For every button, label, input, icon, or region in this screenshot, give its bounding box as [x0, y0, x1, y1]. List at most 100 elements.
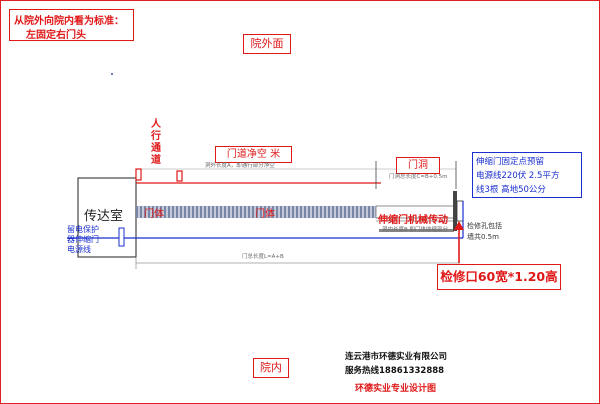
inside-label: 院内: [253, 358, 289, 378]
gate-slat: [286, 206, 288, 218]
gate-slat: [246, 206, 248, 218]
gate-slat: [194, 206, 196, 218]
maintenance-hole-line2: 墙共0.5m: [467, 233, 499, 241]
gate-slat: [202, 206, 204, 218]
pedestrian-post-right: [176, 170, 183, 182]
pedestrian-post-left: [135, 168, 142, 181]
dim-total-text: 门总长度L=A+B: [242, 254, 284, 260]
gate-slat: [174, 206, 176, 218]
gate-slat: [334, 206, 336, 218]
gate-slat: [254, 206, 256, 218]
gate-slat: [206, 206, 208, 218]
gate-slat: [310, 206, 312, 218]
gate-slat: [362, 206, 364, 218]
protection-note-line3: 电源线: [67, 245, 91, 254]
outside-label: 院外面: [243, 34, 291, 54]
dim-outside-text: 洞外长度A，即通行部分净空: [205, 163, 275, 169]
power-box-line2: 电源线220伏 2.5平方: [476, 171, 560, 181]
gate-slat: [150, 206, 152, 218]
gate-slat: [326, 206, 328, 218]
company-hotline: 服务热线18861332888: [345, 366, 445, 376]
protector-box: [118, 227, 125, 247]
power-box-line1: 伸缩门固定点预留: [476, 157, 545, 167]
gate-slat: [318, 206, 320, 218]
gate-slat: [302, 206, 304, 218]
gate-slat: [306, 206, 308, 218]
header-note: 从院外向院内看为标准： 左固定右门头: [9, 9, 134, 41]
gate-slat: [366, 206, 368, 218]
gate-head: [456, 200, 464, 222]
gate-slat: [278, 206, 280, 218]
power-box-line3: 线3根 高地50公分: [476, 185, 546, 195]
right-wall: [453, 191, 457, 231]
gate-slat: [342, 206, 344, 218]
dim-inner-text: 洞内长度B 即门体收缩部分: [382, 227, 449, 233]
gate-slat: [158, 206, 160, 218]
gate-slat: [138, 206, 140, 218]
gate-slat: [234, 206, 236, 218]
gate-slat: [166, 206, 168, 218]
pedestrian-label: 人行通道: [151, 119, 161, 166]
gate-slat: [282, 206, 284, 218]
gate-slat: [350, 206, 352, 218]
gate-slat: [294, 206, 296, 218]
gate-slat: [214, 206, 216, 218]
maintenance-hole-note: 检修孔包括 墙共0.5m: [467, 221, 502, 243]
gate-slat: [358, 206, 360, 218]
gate-slat: [270, 206, 272, 218]
gate-slat: [262, 206, 264, 218]
opening-label: 门洞: [396, 157, 440, 174]
gate-slat: [142, 206, 144, 218]
gate-slat: [370, 206, 372, 218]
guard-room-outline: [77, 177, 137, 258]
power-box: 伸缩门固定点预留 电源线220伏 2.5平方 线3根 高地50公分: [472, 152, 582, 198]
gate-slat: [242, 206, 244, 218]
header-note-line1: 从院外向院内看为标准：: [14, 16, 124, 27]
gate-slat: [186, 206, 188, 218]
gate-body-label-2: 门体: [255, 209, 275, 220]
gate-slat: [198, 206, 200, 218]
dim-total-top-text: 门洞总长度C=B+0.5m: [389, 174, 448, 180]
maintenance-size-box: 检修口60宽*1.20高: [437, 264, 561, 290]
gate-slat: [322, 206, 324, 218]
protection-note-line1: 留电保护: [67, 225, 99, 234]
inner-rail: [379, 229, 454, 232]
gate-slat: [330, 206, 332, 218]
gate-slat: [218, 206, 220, 218]
gate-slat: [258, 206, 260, 218]
guard-room-label: 传达室: [84, 209, 124, 224]
gate-slat: [226, 206, 228, 218]
gate-slat: [146, 206, 148, 218]
gate-slat: [182, 206, 184, 218]
gate-slat: [250, 206, 252, 218]
gate-slat: [210, 206, 212, 218]
gate-slat: [290, 206, 292, 218]
gate-slat: [222, 206, 224, 218]
gate-slat: [170, 206, 172, 218]
gate-slat: [374, 206, 376, 218]
gate-slat: [178, 206, 180, 218]
gate-slat: [274, 206, 276, 218]
gate-slat: [190, 206, 192, 218]
gate-body-label-1: 门体: [144, 209, 164, 220]
gate-slat: [238, 206, 240, 218]
protection-note: 留电保护 器伸缩门 电源线: [67, 225, 99, 255]
motor-label: 伸缩门机械传动: [378, 215, 448, 226]
company-name: 连云港市环德实业有限公司: [345, 352, 448, 362]
gate-slat: [298, 206, 300, 218]
gate-slat: [338, 206, 340, 218]
clear-width-label: 门道净空 米: [215, 146, 292, 163]
maintenance-hole-line1: 检修孔包括: [467, 222, 502, 230]
gate-slat: [154, 206, 156, 218]
header-note-line2: 左固定右门头: [26, 30, 86, 41]
gate-slat: [162, 206, 164, 218]
footer-title: 环德实业专业设计图: [355, 384, 437, 394]
maintenance-arrow: [454, 221, 464, 230]
gate-slat: [354, 206, 356, 218]
gate-slat: [266, 206, 268, 218]
gate-slat: [314, 206, 316, 218]
gate-slat: [230, 206, 232, 218]
gate-hatching: [138, 206, 376, 218]
